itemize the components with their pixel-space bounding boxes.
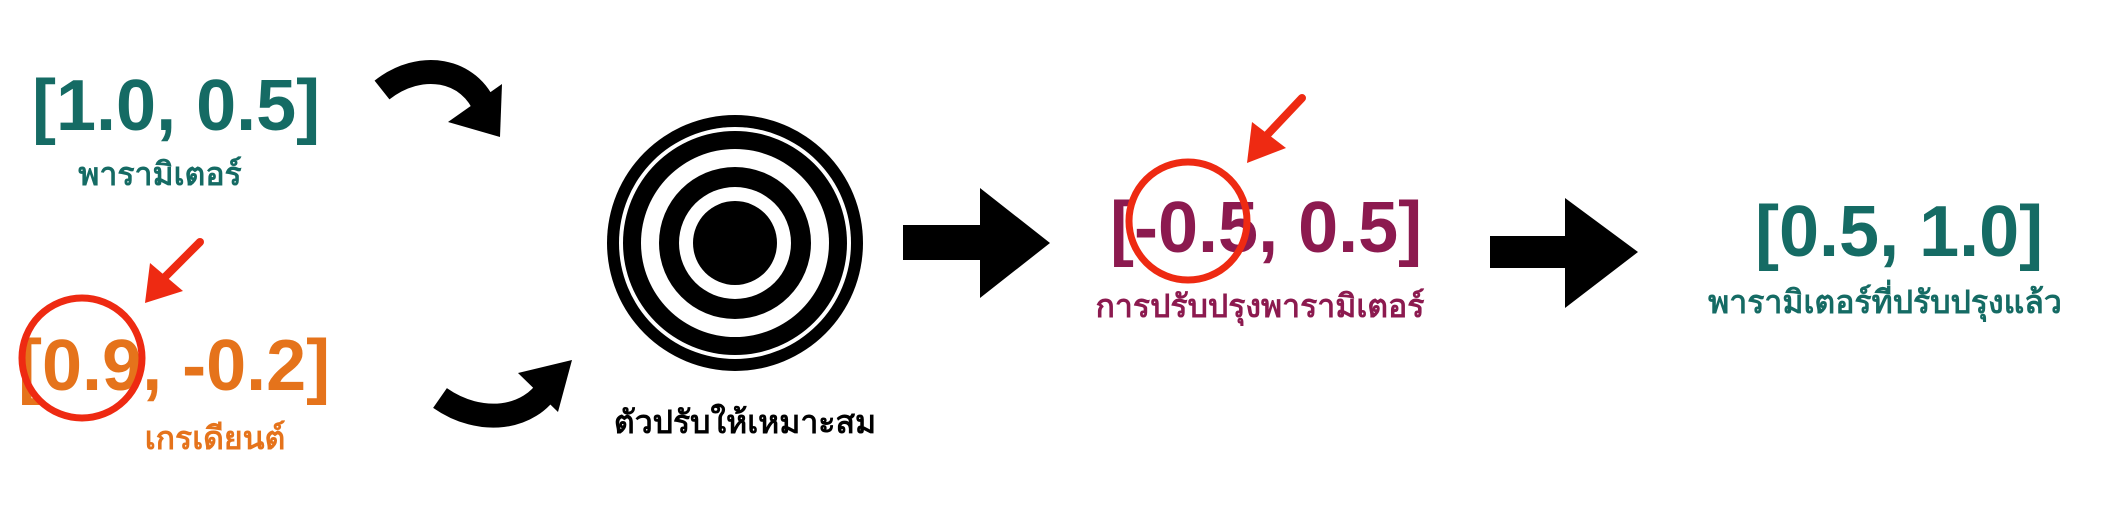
- updated-parameters-label: พารามิเตอร์ที่ปรับปรุงแล้ว: [1708, 283, 2062, 321]
- gradient-rest: , -0.2]: [142, 326, 331, 406]
- gradient-vector: [0.9, -0.2]: [18, 330, 330, 402]
- update-label: การปรับปรุงพารามิเตอร์: [1095, 287, 1425, 325]
- gradient-label: เกรเดียนต์: [144, 419, 286, 457]
- parameters-vector: [1.0, 0.5]: [32, 66, 321, 146]
- updated-parameters-vector: [0.5, 1.0]: [1755, 192, 2044, 272]
- update-rest: , 0.5]: [1258, 188, 1423, 268]
- gradient-first-value: 0.9: [41, 326, 143, 406]
- optimizer-label: ตัวปรับให้เหมาะสม: [613, 403, 877, 441]
- parameters-label: พารามิเตอร์: [78, 155, 242, 193]
